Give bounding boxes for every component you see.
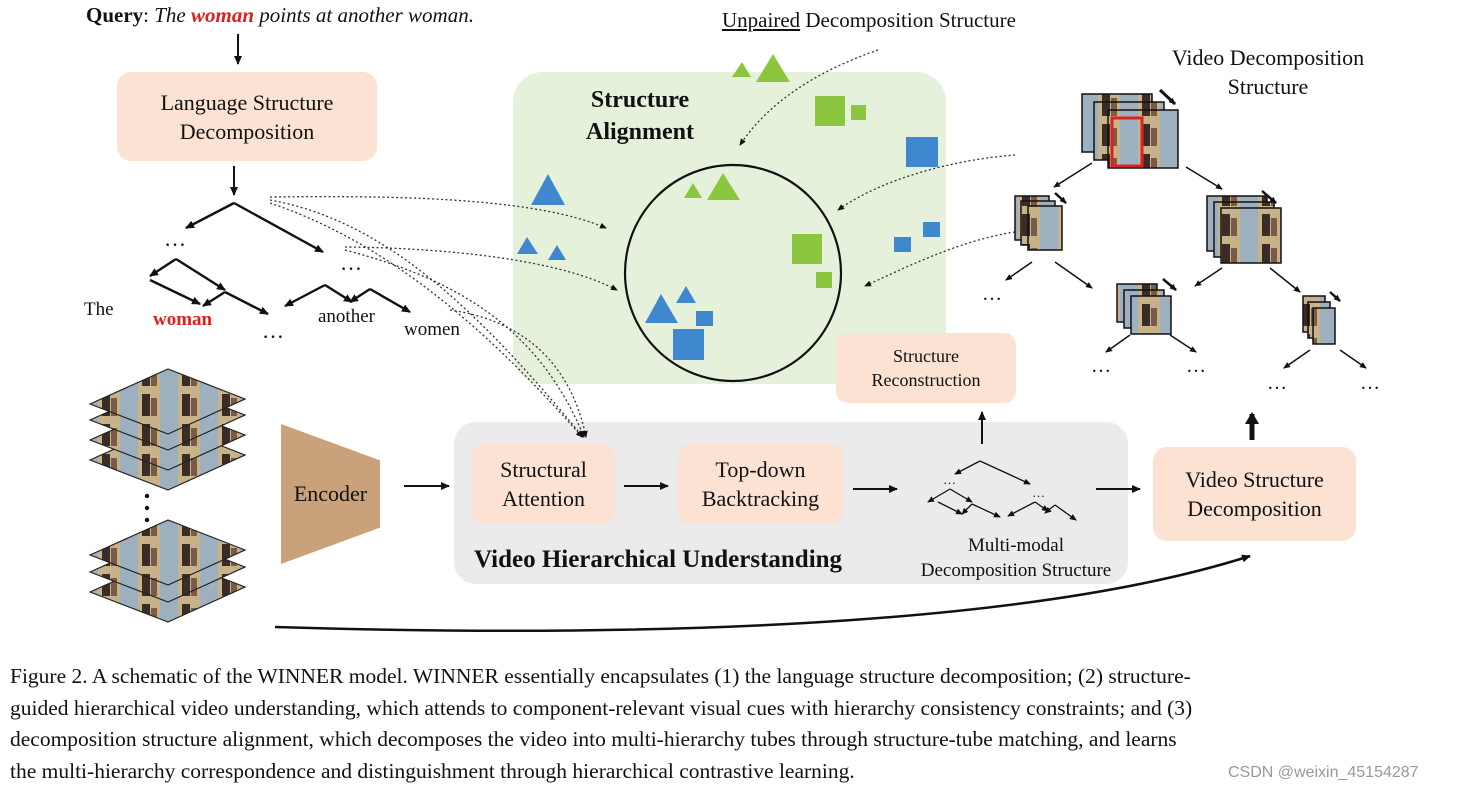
multimodal-line2: Decomposition Structure (920, 560, 1112, 581)
top-down-line1: Top-down (715, 457, 806, 482)
structure-alignment-title: Structure Alignment (560, 84, 720, 148)
video-decomp-title-line2: Structure (1227, 74, 1309, 99)
multimodal-tree (927, 460, 1077, 521)
word-woman: woman (153, 309, 213, 330)
structure-alignment-line1: Structure (590, 87, 690, 113)
query-line: Query: The woman points at another woman… (86, 3, 474, 27)
video-decomp-title-line1: Video Decomposition (1171, 45, 1365, 70)
caption-line-1: Figure 2. A schematic of the WINNER mode… (10, 664, 1191, 688)
lang-decomp-line2: Decomposition (179, 118, 315, 144)
video-hierarchical-label: Video Hierarchical Understanding (474, 546, 843, 573)
unpaired-title: Unpaired Decomposition Structure (722, 8, 1016, 33)
diagram-graphics (88, 34, 1367, 633)
multimodal-tree-dots-2: … (1032, 485, 1045, 500)
word-women: women (404, 319, 460, 340)
input-frames-dots (144, 493, 150, 523)
caption-line-4: the multi-hierarchy correspondence and d… (10, 758, 855, 783)
structural-attention-line2: Attention (501, 486, 586, 511)
structure-reconstruction-line1: Structure (893, 346, 959, 366)
structure-reconstruction-line2: Reconstruction (871, 370, 981, 390)
video-tree-dots-2: … (1091, 355, 1111, 377)
tree-dots-2: … (340, 250, 362, 275)
video-structure-decomp-line1: Video Structure (1185, 467, 1324, 492)
structure-alignment-panel (513, 72, 946, 384)
video-tree-edges (1005, 162, 1367, 369)
query-highlight: woman (191, 3, 255, 27)
query-label: Query (86, 3, 144, 27)
structural-attention-box: Structural Attention (472, 444, 615, 524)
blue-shapes (517, 137, 940, 360)
lang-decomp-line1: Language Structure (160, 89, 334, 115)
input-frames-bottom (88, 519, 247, 623)
query-suffix: points at another woman. (259, 3, 474, 27)
video-structure-decomp-line2: Decomposition (1187, 496, 1322, 521)
input-frames-top (88, 368, 247, 491)
watermark: CSDN @weixin_45154287 (1228, 764, 1419, 781)
dotted-connections-language (269, 195, 618, 438)
language-tree (149, 201, 411, 316)
word-the: The (84, 299, 114, 320)
figure-caption: Figure 2. A schematic of the WINNER mode… (10, 661, 1470, 787)
dotted-connections-video (739, 49, 1016, 287)
multimodal-line1: Multi-modal (967, 535, 1065, 556)
encoder-label: Encoder (293, 481, 368, 506)
video-tree-dots-1: … (982, 283, 1002, 305)
structure-alignment-line2: Alignment (586, 119, 694, 145)
structural-attention-line1: Structural (500, 457, 587, 482)
video-tree-dots-3: … (1186, 355, 1206, 377)
multimodal-tree-dots-1: … (943, 472, 956, 487)
top-down-line2: Backtracking (701, 486, 820, 511)
language-structure-decomposition-box: Language Structure Decomposition (117, 72, 377, 161)
bottom-curve-arrow (274, 554, 1251, 633)
video-tree-dots-5: … (1360, 372, 1380, 394)
caption-line-2: guided hierarchical video understanding,… (10, 695, 1193, 720)
alignment-circle (623, 163, 843, 383)
unpaired-underlined: Unpaired (722, 8, 801, 32)
multimodal-label: Multi-modal Decomposition Structure (896, 533, 1136, 583)
video-structure-decomposition-box: Video Structure Decomposition (1153, 447, 1356, 541)
video-decomposition-title: Video Decomposition Structure (1148, 43, 1388, 101)
structure-reconstruction-box: Structure Reconstruction (836, 333, 1016, 403)
video-tree-dots-4: … (1267, 372, 1287, 394)
tree-dots-1: … (164, 226, 186, 251)
query-prefix: The (154, 3, 186, 27)
tree-dots-3: … (262, 318, 284, 343)
video-tree-frames (1014, 88, 1341, 345)
unpaired-rest: Decomposition Structure (805, 8, 1016, 32)
green-shapes (684, 54, 866, 288)
caption-line-3: decomposition structure alignment, which… (10, 727, 1177, 751)
word-another: another (318, 306, 375, 327)
top-down-backtracking-box: Top-down Backtracking (678, 444, 843, 524)
